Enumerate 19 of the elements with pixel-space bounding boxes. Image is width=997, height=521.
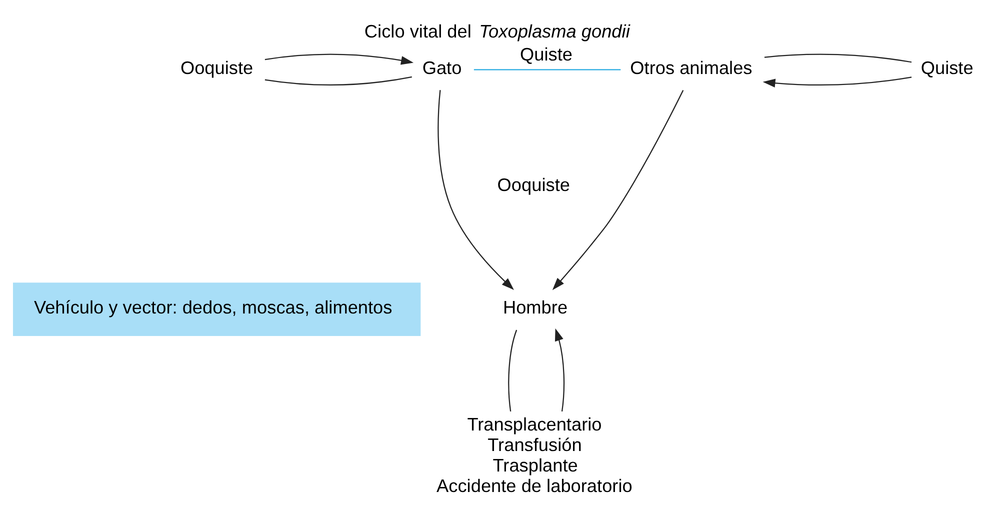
node-box: Vehículo y vector: dedos, moscas, alimentos: [12, 282, 420, 336]
arrow: [552, 89, 684, 290]
connector: [264, 76, 412, 86]
node-text: Transplacentario Transfusión Trasplante Accidente de laboratorio: [436, 414, 632, 496]
label: Ooquiste: [496, 174, 570, 194]
connector: [764, 53, 912, 62]
connector: [473, 68, 620, 70]
arrow: [264, 53, 414, 64]
arrow: [762, 76, 912, 87]
node-text: Gato: [422, 57, 462, 78]
arrow: [437, 90, 514, 290]
arrow: [554, 328, 564, 412]
node-text: Ooquiste: [180, 57, 253, 78]
diagram-title: Ciclo vital del Toxoplasma gondii: [364, 21, 630, 42]
node-text: Quiste: [920, 57, 973, 78]
node-text: Hombre: [502, 297, 568, 318]
edge-label: Quiste: [520, 44, 572, 64]
connector: [508, 329, 517, 412]
node-text: Otros animales: [630, 57, 752, 78]
